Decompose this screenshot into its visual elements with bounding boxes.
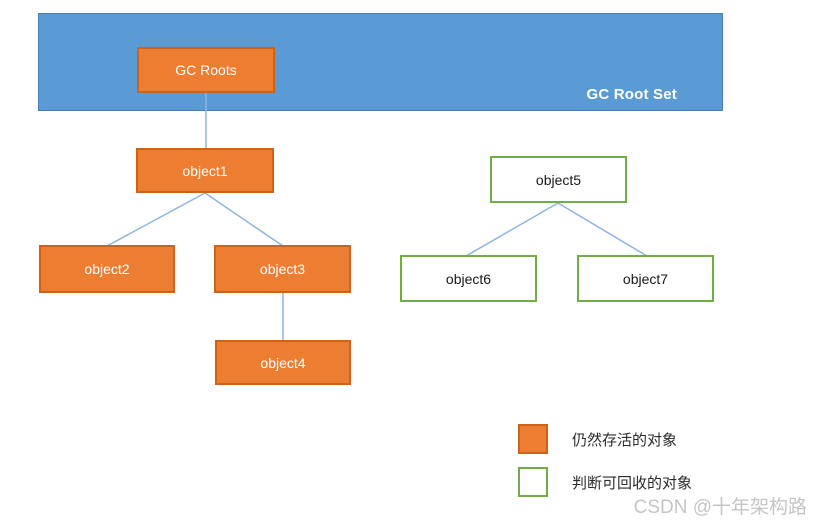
node-object5: object5 bbox=[490, 156, 627, 203]
csdn-watermark: CSDN @十年架构路 bbox=[633, 497, 807, 518]
node-object2-label: object2 bbox=[84, 261, 130, 277]
legend-item-recyclable: 判断可回收的对象 bbox=[518, 467, 692, 497]
node-object4: object4 bbox=[215, 340, 351, 385]
node-object5-label: object5 bbox=[535, 171, 582, 188]
connector-object1-object2 bbox=[106, 192, 206, 247]
node-object1: object1 bbox=[136, 148, 274, 193]
connector-object5-object7 bbox=[557, 202, 648, 257]
connector-object1-object3 bbox=[204, 192, 284, 247]
node-object6: object6 bbox=[400, 255, 537, 302]
legend-swatch-recyclable bbox=[518, 467, 548, 497]
node-gc-roots-label: GC Roots bbox=[175, 62, 237, 78]
node-object2: object2 bbox=[39, 245, 175, 293]
node-object7: object7 bbox=[577, 255, 714, 302]
legend-label-alive: 仍然存活的对象 bbox=[572, 431, 678, 449]
connector-object5-object6 bbox=[465, 202, 559, 257]
node-object7-label: object7 bbox=[622, 270, 669, 287]
node-gc-roots: GC Roots bbox=[137, 47, 275, 93]
node-object3-label: object3 bbox=[259, 261, 306, 277]
legend-item-alive: 仍然存活的对象 bbox=[518, 424, 677, 454]
node-object1-label: object1 bbox=[182, 162, 228, 179]
node-object6-label: object6 bbox=[445, 270, 492, 287]
gc-root-set-label: GC Root Set bbox=[586, 86, 677, 103]
legend-swatch-alive bbox=[518, 424, 548, 454]
legend-label-recyclable: 判断可回收的对象 bbox=[572, 474, 693, 492]
node-object4-label: object4 bbox=[260, 354, 306, 371]
node-object3: object3 bbox=[214, 245, 351, 293]
